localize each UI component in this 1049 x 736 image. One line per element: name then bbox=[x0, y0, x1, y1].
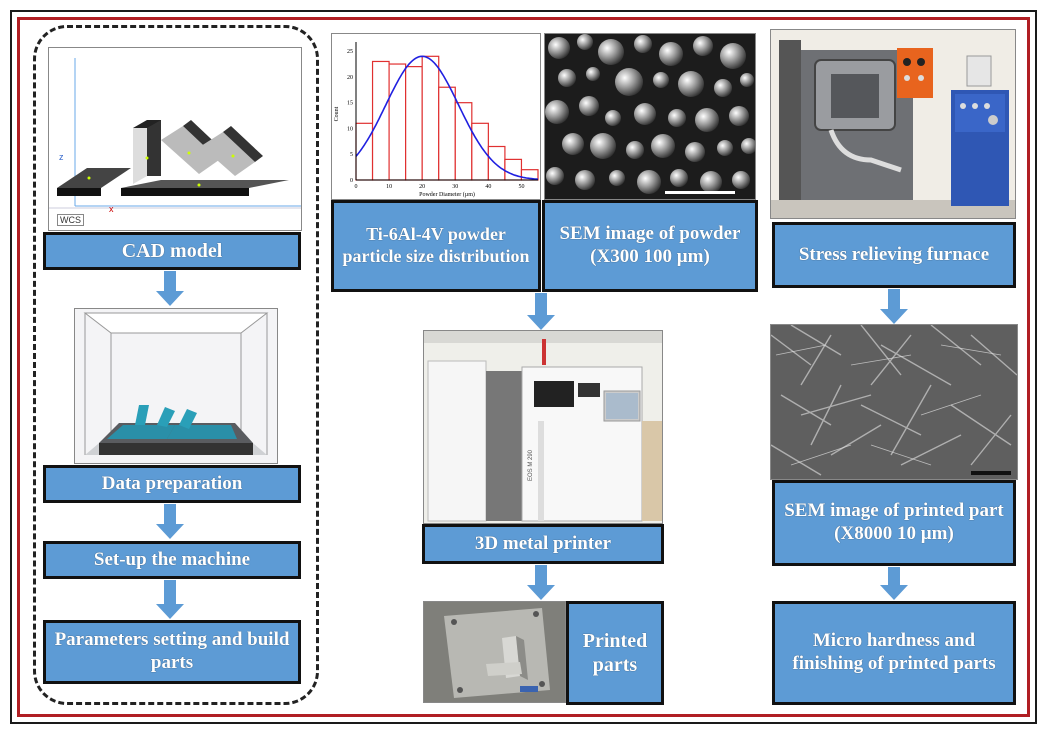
psd-chart: 0 10 20 30 40 50 0 5 10 15 20 25 Powder Diameter (… bbox=[331, 33, 541, 200]
histogram-bar bbox=[421, 55, 440, 181]
cad-model-label: CAD model bbox=[43, 232, 301, 270]
sem-printed-image bbox=[770, 324, 1018, 480]
printed-parts-image bbox=[423, 601, 566, 703]
y-tick-label: 0 bbox=[350, 178, 353, 184]
x-tick-label: 10 bbox=[386, 184, 392, 190]
y-tick-label: 15 bbox=[347, 101, 353, 107]
parameters-label: Parameters setting and build parts bbox=[43, 620, 301, 684]
sem-printed-label: SEM image of printed part (X8000 10 µm) bbox=[772, 480, 1016, 566]
fit-curve bbox=[355, 55, 539, 180]
cad-model-image: WCS x z bbox=[48, 47, 302, 231]
inner-red-frame bbox=[17, 17, 1030, 717]
x-tick-label: 40 bbox=[485, 184, 491, 190]
arrow-down-icon bbox=[156, 580, 184, 619]
arrow-down-icon bbox=[880, 289, 908, 324]
y-tick-label: 20 bbox=[347, 75, 353, 81]
x-tick-label: 50 bbox=[518, 184, 524, 190]
histogram-bar bbox=[371, 60, 390, 181]
arrow-down-icon bbox=[527, 293, 555, 330]
wcs-label: WCS bbox=[57, 214, 84, 226]
axis-z-label: z bbox=[59, 152, 64, 162]
x-tick-label: 30 bbox=[452, 184, 458, 190]
y-tick-label: 10 bbox=[347, 126, 353, 132]
arrow-down-icon bbox=[156, 504, 184, 539]
data-preparation-label: Data preparation bbox=[43, 465, 301, 503]
sem-powder-image bbox=[544, 33, 756, 200]
histogram-bar bbox=[355, 122, 374, 181]
histogram-bar bbox=[487, 145, 506, 181]
x-tick-label: 0 bbox=[355, 184, 358, 190]
y-tick-label: 5 bbox=[350, 152, 353, 158]
stress-furnace-label: Stress relieving furnace bbox=[772, 222, 1016, 288]
arrow-down-icon bbox=[880, 567, 908, 600]
metal-printer-image: EOS M 290 bbox=[423, 330, 663, 524]
setup-machine-label: Set-up the machine bbox=[43, 541, 301, 579]
furnace-image bbox=[770, 29, 1016, 219]
cad-workflow-group bbox=[33, 25, 319, 705]
x-axis-label: Powder Diameter (µm) bbox=[419, 191, 475, 198]
printed-parts-label: Printed parts bbox=[566, 601, 664, 705]
y-tick-label: 25 bbox=[347, 49, 353, 55]
data-preparation-image bbox=[74, 308, 278, 464]
histogram-bar bbox=[471, 122, 489, 181]
outer-frame bbox=[10, 10, 1037, 724]
micro-hardness-label: Micro hardness and finishing of printed … bbox=[772, 601, 1016, 705]
metal-printer-label: 3D metal printer bbox=[422, 524, 664, 564]
x-tick-label: 20 bbox=[419, 184, 425, 190]
arrow-down-icon bbox=[527, 565, 555, 600]
axis-x-label: x bbox=[109, 204, 114, 214]
arrow-down-icon bbox=[156, 271, 184, 306]
histogram-bar bbox=[438, 86, 456, 181]
y-axis-label: Count bbox=[334, 106, 340, 121]
histogram-bar bbox=[405, 66, 423, 181]
printer-model-text: EOS M 290 bbox=[528, 449, 534, 481]
powder-psd-label: Ti-6Al-4V powder particle size distribut… bbox=[331, 200, 541, 292]
sem-powder-label: SEM image of powder (X300 100 µm) bbox=[542, 200, 758, 292]
